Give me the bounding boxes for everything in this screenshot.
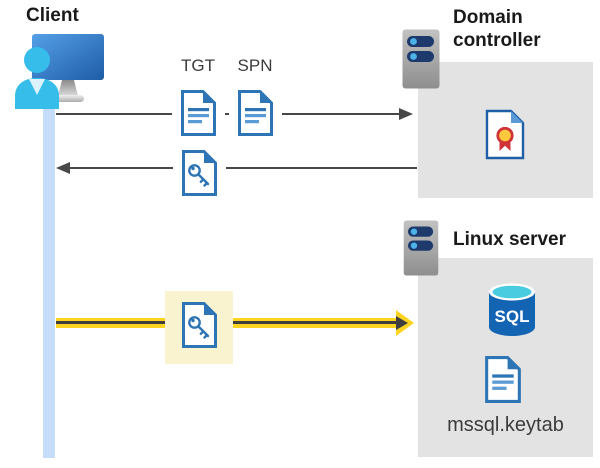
response-arrow-head [56,162,70,174]
keytab-file-label: mssql.keytab [447,414,564,436]
transfer-arrow-head-core [396,316,408,330]
server-icon [402,29,440,89]
client-workstation-icon [15,34,104,109]
sql-text: SQL [495,307,530,326]
domain-controller-title: Domain controller [453,7,541,52]
tgt-document-icon [181,89,216,136]
request-arrow-head [399,108,413,120]
tgt-label: TGT [181,56,215,75]
response-key-document [173,146,226,199]
certificate-icon [485,109,525,160]
client-title: Client [26,5,79,26]
client-lifeline [43,96,55,458]
keytab-document-icon [485,356,521,403]
spn-document [229,86,282,139]
sql-database-icon: SQL [489,283,535,336]
linux-server-title: Linux server [453,229,566,250]
spn-label: SPN [237,56,273,75]
server-icon [403,220,439,276]
response-arrow-line [68,167,417,169]
tgt-document [172,86,225,139]
spn-document-icon [238,89,273,136]
key-document-icon [182,302,217,348]
key-document-icon [182,149,217,196]
